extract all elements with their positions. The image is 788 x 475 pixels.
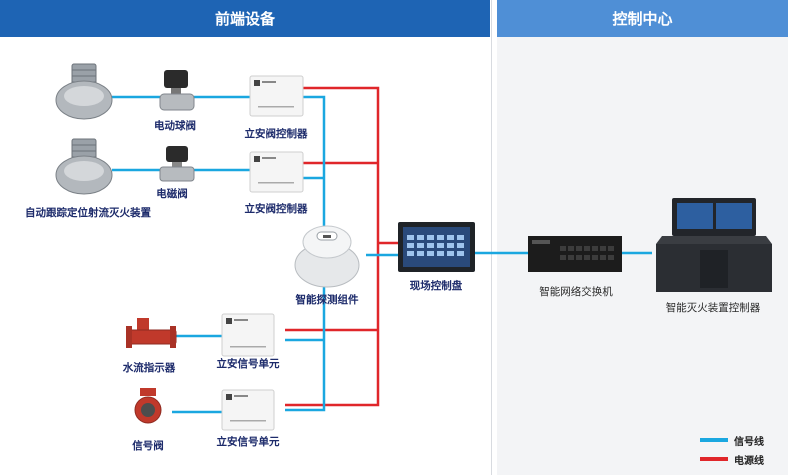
- control-center-title: 控制中心: [612, 10, 673, 28]
- auto-tracker-label: 自动跟踪定位射流灭火装置: [25, 207, 151, 219]
- valve-controller-2-label: 立安阀控制器: [244, 203, 308, 215]
- network-switch-icon: [528, 236, 622, 272]
- signal-valve-label: 信号阀: [132, 440, 164, 452]
- front-end-title: 前端设备: [214, 10, 275, 28]
- field-control-panel-icon: [398, 222, 475, 272]
- electric-ball-valve-icon: [159, 70, 195, 111]
- legend-power-label: 电源线: [734, 456, 764, 467]
- network-switch-label: 智能网络交换机: [539, 286, 613, 298]
- water-flow-indicator-icon: [126, 318, 177, 348]
- signal-detector-down: [285, 285, 326, 412]
- legend-signal-label: 信号线: [734, 437, 764, 448]
- auto-tracker-icon-1: [55, 63, 113, 120]
- controller-console-label: 智能灭火装置控制器: [665, 302, 761, 314]
- signal-unit-1-label: 立安信号单元: [216, 358, 280, 370]
- solenoid-valve-icon: [159, 146, 195, 182]
- detector-label: 智能探测组件: [295, 294, 359, 306]
- valve-controller-box-1: [249, 75, 304, 117]
- auto-tracker-icon-2: [55, 138, 113, 195]
- signal-unit-box-2: [221, 389, 275, 431]
- valve-controller-box-2: [249, 151, 304, 193]
- flow-indicator-label: 水流指示器: [122, 362, 176, 374]
- power-trunk: [285, 86, 380, 407]
- signal-lines: [112, 95, 652, 414]
- field-panel-label: 现场控制盘: [409, 280, 463, 292]
- valve-controller-1-label: 立安阀控制器: [244, 128, 308, 140]
- section-divider: [491, 0, 497, 475]
- controller-console-icon: [656, 198, 772, 292]
- electric-valve-label: 电动球阀: [154, 120, 196, 132]
- signal-controller1-down: [303, 95, 326, 255]
- control-center-header: 控制中心: [497, 0, 788, 37]
- signal-valve-icon: [134, 388, 162, 424]
- detector-icon: [294, 225, 360, 288]
- front-end-devices-header: 前端设备: [0, 0, 490, 37]
- signal-unit-box-1: [221, 313, 275, 357]
- power-lines: [285, 86, 398, 407]
- signal-unit-2-label: 立安信号单元: [216, 436, 280, 448]
- solenoid-valve-label: 电磁阀: [156, 188, 188, 200]
